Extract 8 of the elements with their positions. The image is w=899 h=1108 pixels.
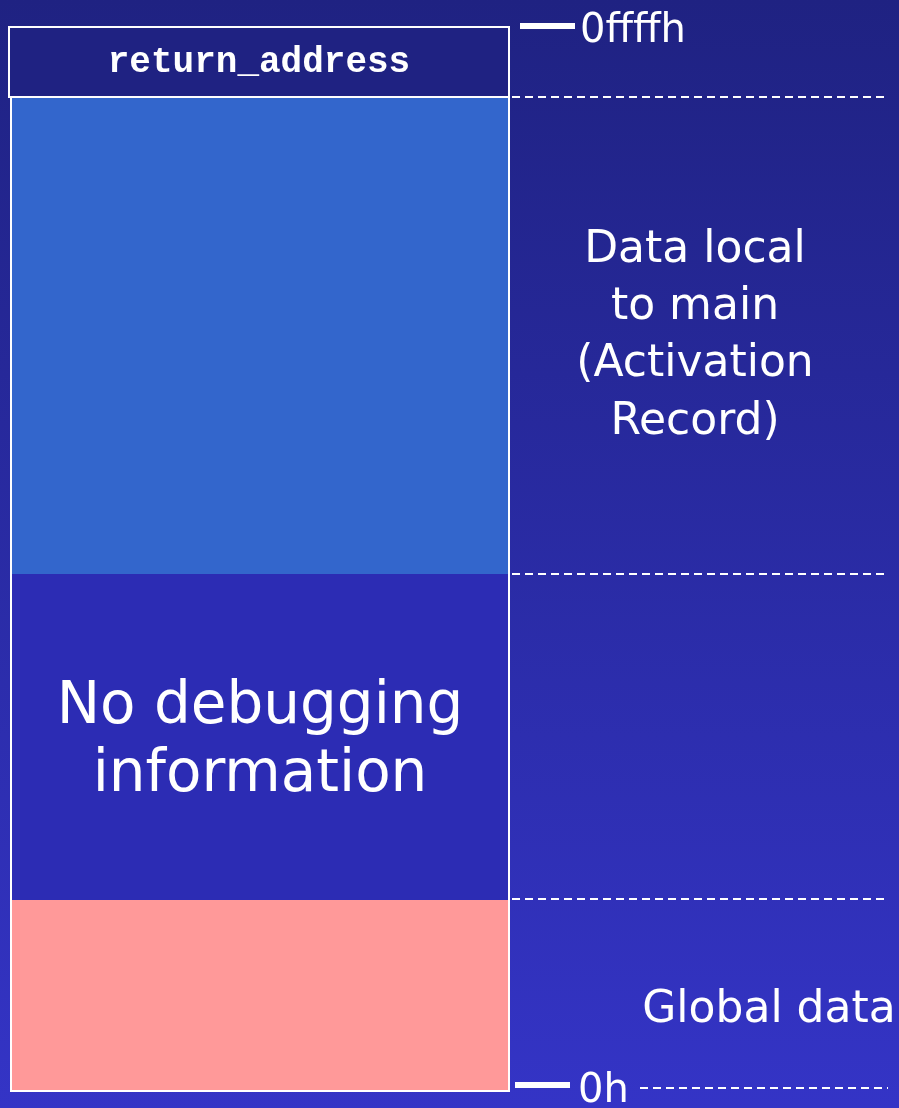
memory-segment: No debugging information	[12, 574, 508, 900]
memory-segment	[12, 98, 508, 574]
address-label: 0ffffh	[580, 4, 687, 53]
region-label: Data local to main (Activation Record)	[575, 220, 815, 446]
region-label: Global data	[641, 980, 897, 1034]
address-label: 0h	[578, 1064, 630, 1108]
memory-segment	[12, 900, 508, 1090]
memory-cell: return_address	[8, 26, 510, 98]
